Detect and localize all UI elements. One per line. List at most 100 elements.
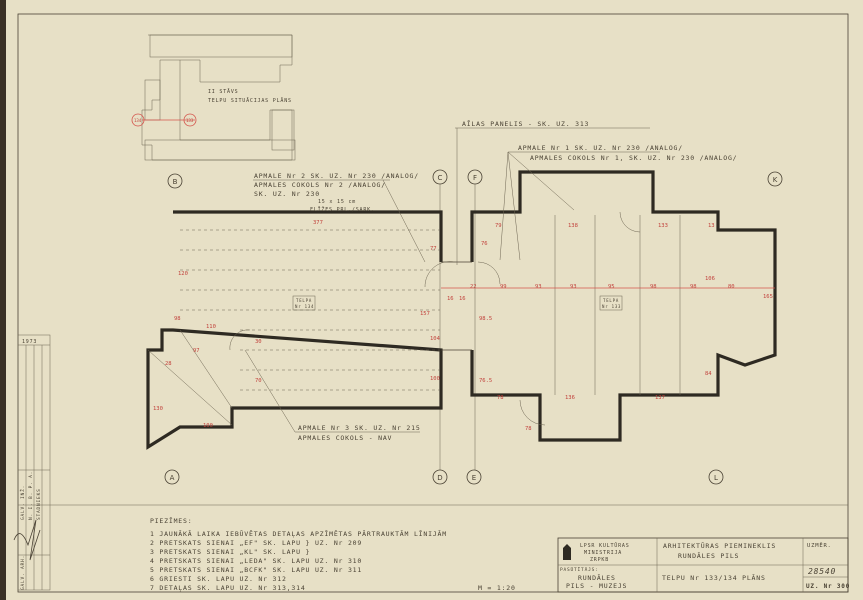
dimensions-12: 157 [420, 311, 430, 317]
dimensions-19: 16 [459, 296, 466, 302]
situation-room-134: 134 [134, 118, 142, 123]
signature [13, 519, 41, 561]
client-line-1: RUNDĀLES [578, 573, 616, 582]
note-7: 7 DETAĻAS SK. LAPU UZ. Nr 313,314 [150, 584, 306, 593]
annotation-apmale-2-ref: SK. UZ. Nr 230 [254, 190, 320, 198]
dimensions-30: 133 [658, 223, 668, 229]
note-6: 6 GRIESTI SK. LAPU UZ. Nr 312 [150, 575, 287, 583]
dimensions-14: 76 [481, 241, 488, 247]
stamp-role-4: GALV. ARH. [20, 555, 26, 590]
drawing-frame [17, 13, 849, 593]
situation-plan: 134 133 II STĀVS TELPU SITUĀCIJAS PLĀNS [131, 34, 296, 161]
annotation-apmale-1: APMALE Nr 1 SK. UZ. Nr 230 /ANALOG/ [518, 144, 683, 152]
client-label: PASŪTĪTĀJS: [560, 566, 599, 573]
dimensions-17: 22 [470, 284, 477, 290]
dimensions: 377 120 110 98 28 97 30 70 130 100 77 10… [153, 220, 773, 432]
door-swings [229, 211, 641, 426]
archive-number: 28540 [808, 567, 836, 576]
axes-A: A [170, 474, 175, 482]
axis-L: L [708, 469, 724, 485]
dimensions-22: 93 [535, 284, 542, 290]
dimensions-36: 78 [525, 426, 532, 432]
annotations: AĪLAS PANELIS - SK. UZ. 313 APMALE Nr 1 … [244, 119, 737, 442]
axis-B: B [167, 173, 183, 189]
annotation-floor-size: 15 x 15 cm [318, 199, 356, 205]
floor-plan: TELPA Nr 134 TELPA Nr 133 [146, 170, 777, 450]
sheet-title: TELPU Nr 133/134 PLĀNS [662, 573, 766, 582]
floor-tiles [180, 229, 440, 391]
dimensions-11: 104 [430, 336, 441, 342]
dimensions-7: 70 [255, 378, 262, 384]
room-133-label: TELPA [603, 298, 619, 303]
dimensions-31: 136 [565, 395, 575, 401]
notes: PIEZĪMES: 1 JAUNĀKĀ LAIKA IEBŪVĒTAS DETA… [150, 516, 516, 593]
dimensions-33: 84 [705, 371, 712, 377]
annotation-ailas-panelis: AĪLAS PANELIS - SK. UZ. 313 [462, 119, 589, 128]
axis-D: D [432, 469, 448, 485]
dimensions-20: 79 [495, 223, 502, 229]
dimensions-8: 130 [153, 406, 163, 412]
scale-label: M = 1:20 [478, 584, 516, 592]
dimensions-18: 16 [447, 296, 454, 302]
dimensions-32: 137 [655, 395, 665, 401]
org-line-2: MINISTRIJA [584, 550, 622, 556]
scan-edge [0, 0, 6, 600]
dimensions-27: 80 [728, 284, 735, 290]
dimensions-29: 138 [568, 223, 578, 229]
dimensions-2: 110 [206, 324, 216, 330]
annotation-apmale-3: APMALE Nr 3 SK. UZ. Nr 215 [298, 424, 421, 432]
notes-title: PIEZĪMES: [150, 516, 192, 525]
dimensions-4: 28 [165, 361, 172, 367]
note-5: 5 PRETSKATS SIENAI „BCFK" SK. LAPU UZ. N… [150, 566, 362, 574]
side-stamp: 1973 GALV. INŽ. N. I. B. P. A. STADNIEKS… [13, 334, 51, 591]
note-1: 1 JAUNĀKĀ LAIKA IEBŪVĒTAS DETAĻAS APZĪMĒ… [150, 529, 447, 539]
dimensions-26: 98 [690, 284, 697, 290]
grid-axes: B C F K A D E L [164, 169, 783, 485]
axis-F: F [467, 169, 483, 470]
dimensions-5: 97 [193, 348, 200, 354]
project-line-2: RUNDĀLES PILS [678, 551, 739, 560]
axes-L: L [714, 474, 718, 482]
title-block: LPSR KULTŪRAS MINISTRIJA ZRPKB ARHITEKTŪ… [557, 537, 849, 593]
org-line-1: LPSR KULTŪRAS [580, 542, 630, 549]
note-3: 3 PRETSKATS SIENAI „KL" SK. LAPU } [150, 548, 310, 556]
axes-K: K [773, 176, 778, 184]
org-line-3: ZRPKB [590, 557, 609, 563]
annotation-apmale-2-cokols: APMALES COKOLS Nr 2 /ANALOG/ [254, 181, 386, 189]
dimensions-25: 98 [650, 284, 657, 290]
dimensions-16: 76.5 [479, 378, 492, 384]
axis-E: E [466, 469, 482, 485]
dimensions-23: 93 [570, 284, 577, 290]
client-line-2: PILS - MUZEJS [566, 582, 627, 590]
annotation-apmale-1-cokols: APMALES COKOLS Nr 1, SK. UZ. Nr 230 /ANA… [530, 154, 737, 162]
note-4: 4 PRETSKATS SIENAI „LEDA" SK. LAPU UZ. N… [150, 557, 362, 565]
dimensions-1: 120 [178, 271, 188, 277]
dimensions-21: 99 [500, 284, 507, 290]
room-133-number: Nr 133 [602, 304, 621, 309]
annotation-floor-tiles: FLĪŽES PRL./SARK. [310, 205, 375, 213]
annotation-apmale-2: APMALE Nr 2 SK. UZ. Nr 230 /ANALOG/ [254, 172, 419, 180]
dimensions-9: 100 [203, 423, 213, 429]
stamp-year: 1973 [22, 339, 37, 345]
dimensions-37: 13 [708, 223, 715, 229]
dimensions-0: 377 [313, 220, 323, 226]
dimensions-34: 106 [705, 276, 715, 282]
axes-F: F [473, 174, 477, 182]
project-line-1: ARHITEKTŪRAS PIEMINEKLIS [663, 541, 776, 550]
dimensions-10: 77 [430, 246, 437, 252]
axis-K: K [767, 171, 783, 187]
situation-label-1: II STĀVS [208, 88, 238, 95]
stamp-role-1: GALV. INŽ. [18, 485, 26, 520]
axis-A: A [164, 469, 180, 485]
ceiling-divisions [147, 215, 681, 426]
room-134-walls [146, 210, 443, 450]
axes-E: E [472, 474, 476, 482]
room-133-walls [470, 170, 777, 442]
axes-D: D [437, 474, 442, 482]
dimensions-28: 165 [763, 294, 773, 300]
annotation-apmale-3-cokols: APMALES COKOLS - NAV [298, 434, 392, 442]
dimensions-35: 78 [497, 395, 504, 401]
dimensions-6: 30 [255, 339, 262, 345]
